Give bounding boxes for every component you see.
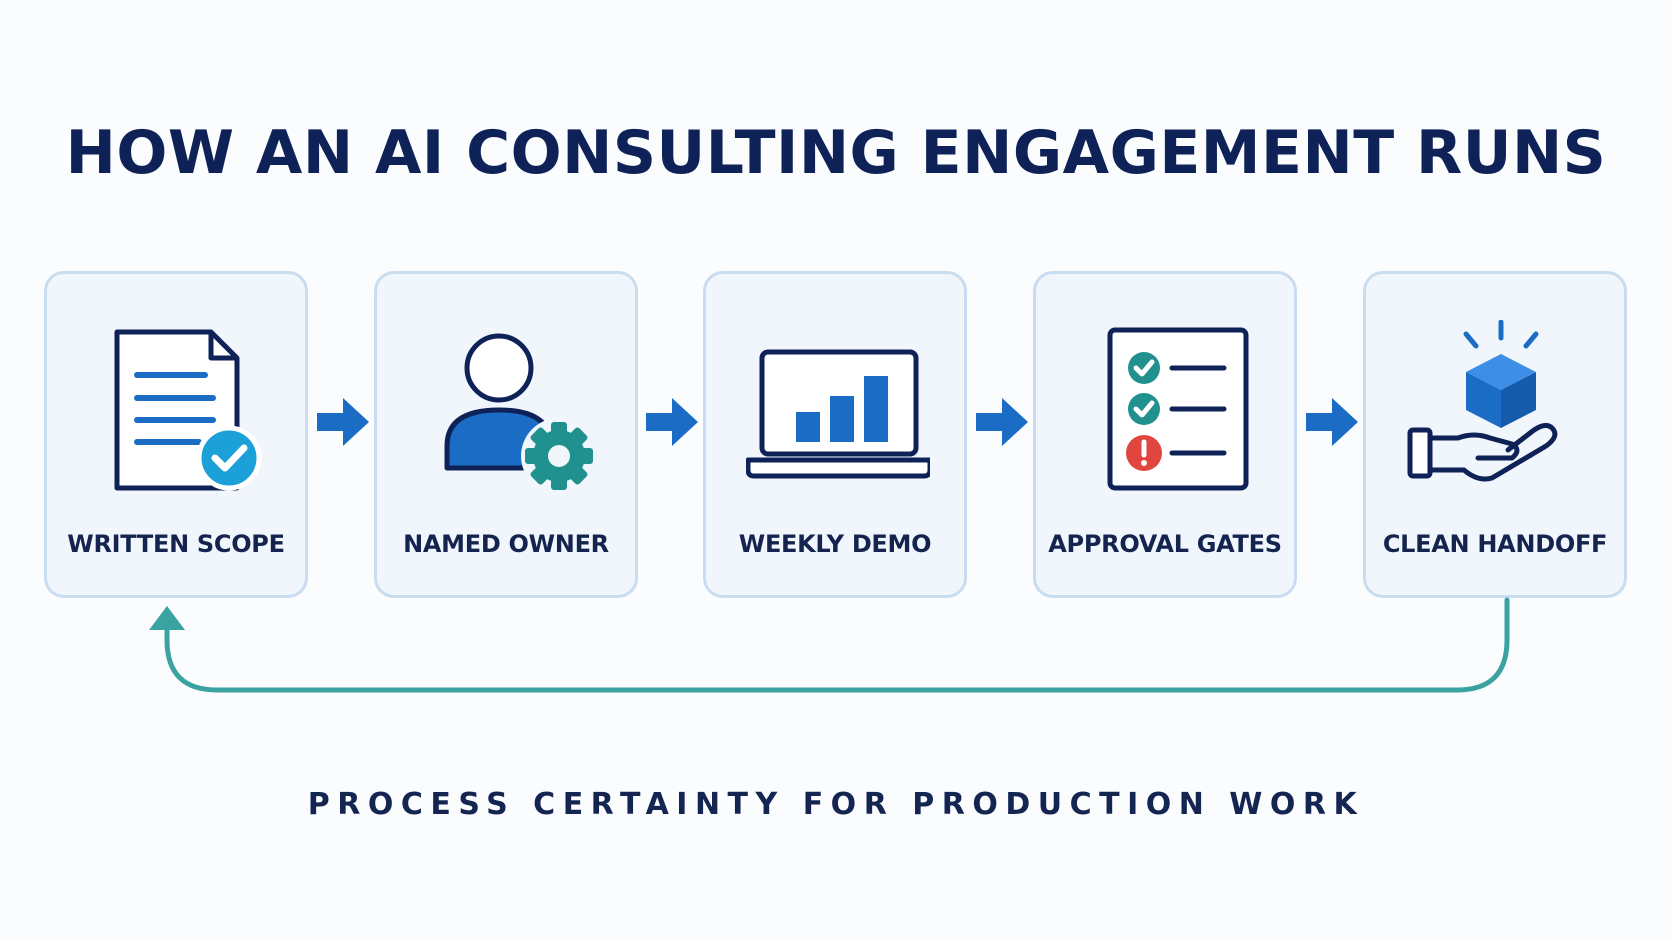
user-gear-icon bbox=[444, 333, 597, 494]
hand-cube-icon bbox=[1407, 320, 1558, 482]
laptop-chart-icon bbox=[746, 349, 930, 479]
step-weekly-demo: WEEKLY DEMO bbox=[703, 271, 967, 598]
arrow-right-icon bbox=[1306, 398, 1358, 446]
step-approval-gates: APPROVAL GATES bbox=[1033, 271, 1297, 598]
arrow-right-icon bbox=[976, 398, 1028, 446]
arrow-right-icon bbox=[646, 398, 698, 446]
page-title: HOW AN AI CONSULTING ENGAGEMENT RUNS bbox=[65, 118, 1607, 188]
step-named-owner: NAMED OWNER bbox=[374, 271, 638, 598]
step-label: WEEKLY DEMO bbox=[738, 530, 932, 558]
document-check-icon bbox=[114, 329, 262, 491]
step-label: APPROVAL GATES bbox=[1048, 530, 1282, 558]
checklist-icon bbox=[1107, 327, 1249, 491]
step-written-scope: WRITTEN SCOPE bbox=[44, 271, 308, 598]
step-label: WRITTEN SCOPE bbox=[67, 530, 285, 558]
step-label: NAMED OWNER bbox=[403, 530, 609, 558]
arrow-right-icon bbox=[317, 398, 369, 446]
subtitle: PROCESS CERTAINTY FOR PRODUCTION WORK bbox=[307, 787, 1365, 822]
step-clean-handoff: CLEAN HANDOFF bbox=[1363, 271, 1627, 598]
step-label: CLEAN HANDOFF bbox=[1382, 530, 1608, 558]
